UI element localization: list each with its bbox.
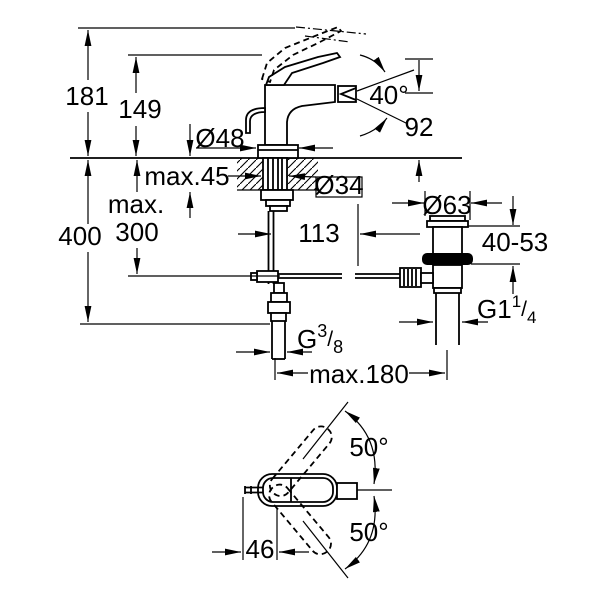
top-view-rod [244, 486, 263, 494]
svg-text:40-53: 40-53 [482, 227, 549, 257]
top-view-spray-block [336, 482, 358, 500]
svg-text:400: 400 [58, 221, 101, 251]
svg-text:Ø34: Ø34 [314, 170, 363, 200]
dim-drain-thread: G11/4 [399, 292, 536, 327]
svg-text:50°: 50° [349, 517, 388, 547]
drain-seal-ring [422, 253, 473, 265]
svg-text:300: 300 [115, 217, 158, 247]
drain-body [399, 215, 473, 345]
dim-hole-diameter: Ø34 [228, 170, 364, 200]
svg-text:181: 181 [65, 81, 108, 111]
dim-max-spacing: max.180 [274, 350, 448, 389]
svg-text:40°: 40° [369, 80, 408, 110]
dim-supply-depth: 400 [58, 160, 270, 325]
dim-depth-max: max. 300 [108, 160, 280, 277]
dim-spray-height: 92 [405, 58, 434, 182]
svg-text:92: 92 [405, 112, 434, 142]
dim-spout-height: 149 [118, 54, 262, 156]
dim-swivel-angles: 50° 50° [302, 401, 392, 579]
svg-text:Ø63: Ø63 [422, 190, 471, 220]
actuation-rod [278, 273, 400, 279]
svg-text:46: 46 [246, 534, 275, 564]
svg-text:G3/8: G3/8 [297, 321, 343, 357]
pull-rod-hook [245, 107, 266, 134]
svg-text:149: 149 [118, 94, 161, 124]
dim-supply-thread: G3/8 [236, 321, 343, 357]
drain-rod-knob [399, 267, 434, 288]
svg-text:Ø48: Ø48 [195, 123, 244, 153]
drain-view: Ø63 40-53 G11/4 [392, 190, 548, 345]
dim-rod-offset: 46 [212, 497, 309, 564]
lever-swivel-up-outline [268, 425, 333, 497]
front-view: 181 149 400 max. 300 max.45 [58, 25, 462, 389]
dim-mount-thickness: max.45 [144, 124, 230, 218]
mounting-shank [260, 157, 294, 212]
dim-spray-angle: 40° [356, 54, 415, 137]
svg-text:G11/4: G11/4 [477, 292, 536, 327]
faucet-body [245, 25, 367, 159]
spray-outlet-icon [337, 85, 357, 103]
top-view: 50° 50° 46 [212, 401, 392, 579]
lever-handle [264, 52, 342, 86]
svg-text:113: 113 [298, 218, 339, 248]
dim-flange-diameter: Ø63 [392, 190, 502, 220]
svg-text:max.: max. [108, 189, 164, 219]
drain-tailpiece [433, 287, 462, 345]
dim-clamp-range: 40-53 [468, 196, 548, 294]
lever-handle-raised [260, 25, 343, 84]
svg-text:50°: 50° [349, 432, 388, 462]
supply-fitting [267, 282, 291, 360]
top-view-body [244, 425, 358, 556]
svg-text:max.45: max.45 [144, 161, 229, 191]
dim-total-height: 181 [65, 27, 295, 156]
dim-base-diameter: Ø48 [195, 123, 333, 153]
svg-text:max.180: max.180 [309, 359, 409, 389]
dim-center-distance: 113 [238, 204, 420, 266]
